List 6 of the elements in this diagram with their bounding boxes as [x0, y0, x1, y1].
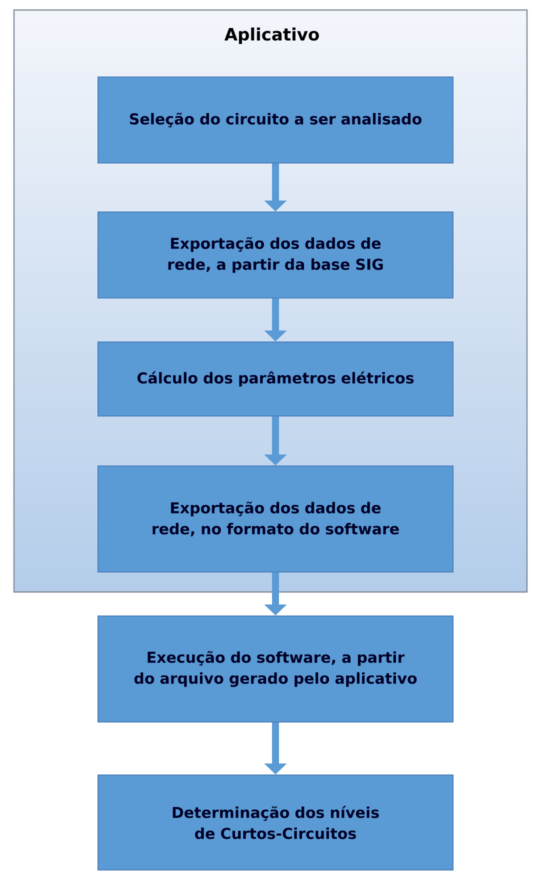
process-box: Execução do software, a partir do arquivo gerado pelo aplicativo	[98, 616, 454, 722]
process-box: Exportação dos dados de rede, a partir da base SIG	[98, 212, 454, 298]
process-box: Exportação dos dados de rede, no formato do software	[98, 466, 454, 572]
process-box: Seleção do circuito a ser analisado	[98, 76, 454, 164]
process-box: Cálculo dos parâmetros elétricos	[98, 342, 454, 416]
process-box: Determinação dos níveis de Curtos-Circuitos	[98, 774, 454, 870]
